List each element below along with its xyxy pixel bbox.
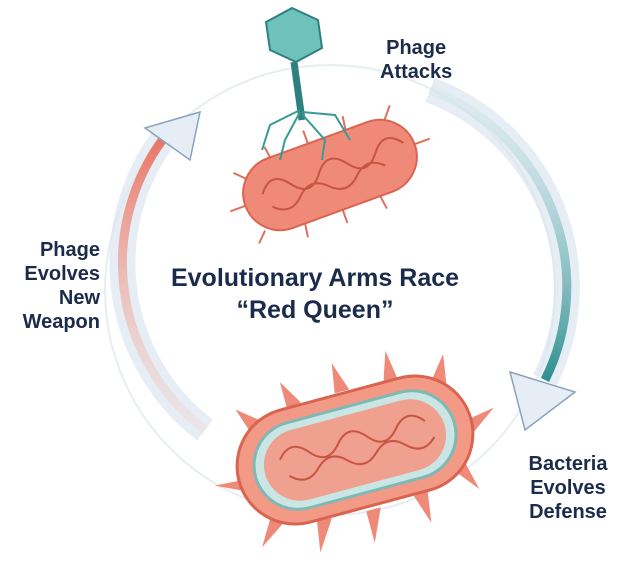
label-phage-evolves: Phage Evolves New Weapon [0, 238, 100, 334]
label-line: Evolves [530, 477, 606, 499]
diagram-title: Evolutionary Arms Race [170, 264, 460, 292]
label-line: New [58, 287, 100, 309]
phage-virus [261, 6, 351, 161]
label-phage-attacks: Phage Attacks [380, 36, 452, 84]
label-line: Attacks [380, 61, 453, 83]
label-line: Defense [529, 501, 607, 523]
left-arrow-phage-evolves [109, 110, 213, 441]
diagram-subtitle: “Red Queen” [236, 296, 394, 324]
label-line: Phage [39, 239, 100, 261]
bacterium-top [230, 105, 430, 244]
bacterium-bottom [214, 350, 494, 553]
label-line: Phage [386, 37, 447, 59]
label-line: Bacteria [528, 453, 608, 475]
label-line: Evolves [24, 263, 100, 285]
label-line: Weapon [22, 311, 100, 333]
right-arrow-phage-attacks [425, 77, 580, 432]
label-bacteria-evolves: Bacteria Evolves Defense [506, 452, 630, 524]
